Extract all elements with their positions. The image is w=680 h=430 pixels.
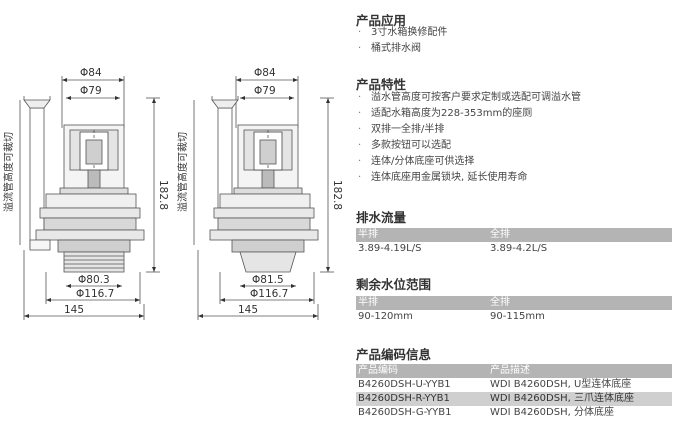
dim-phi79: Φ79 — [254, 85, 276, 97]
dim-phi84: Φ84 — [80, 67, 102, 79]
water-level-title: 剩余水位范围 — [356, 277, 432, 292]
list-item: 3寸水箱换修配件 — [356, 25, 447, 41]
flow-table: 半排 全排 3.89-4.19L/S 3.89-4.2L/S — [356, 228, 672, 256]
dim-phi84: Φ84 — [254, 67, 276, 79]
dim-height: 182.8 — [157, 180, 169, 210]
side-label: 溢流管高度可裁切 — [176, 132, 189, 212]
drawing-left: Φ84 Φ79 182.8 溢流管高度可裁切 Φ80.3 Φ116.7 145 — [2, 67, 169, 320]
table-row: B4260DSH-G-YYB1 WDI B4260DSH, 分体底座 — [358, 407, 614, 418]
dim-phi-bottom-outer: Φ116.7 — [250, 288, 288, 300]
table-row: B4260DSH-R-YYB1 WDI B4260DSH, 三爪连体底座 — [356, 392, 672, 406]
list-item: 连体底座用金属锁块, 延长使用寿命 — [356, 170, 581, 186]
dim-phi-bottom-outer: Φ116.7 — [76, 288, 114, 300]
list-item: 溢水管高度可按客户要求定制或选配可调溢水管 — [356, 90, 581, 106]
list-item: 连体/分体底座可供选择 — [356, 154, 581, 170]
table-header: 产品编码 产品描述 — [356, 364, 672, 378]
list-item: 多款按钮可以选配 — [356, 138, 581, 154]
application-list: 3寸水箱换修配件 桶式排水阀 — [356, 25, 447, 57]
table-header: 半排 全排 — [356, 228, 672, 242]
codes-table: 产品编码 产品描述 B4260DSH-U-YYB1 WDI B4260DSH, … — [356, 364, 672, 420]
drawing-right: Φ84 Φ79 182.8 溢流管高度可裁切 Φ81.5 Φ116.7 145 — [176, 67, 343, 320]
features-list: 溢水管高度可按客户要求定制或选配可调溢水管 适配水箱高度为228-353mm的座… — [356, 90, 581, 186]
codes-title: 产品编码信息 — [356, 347, 432, 362]
spec-panel: 产品应用 3寸水箱换修配件 桶式排水阀 产品特性 溢水管高度可按客户要求定制或选… — [356, 0, 676, 430]
list-item: 桶式排水阀 — [356, 41, 447, 57]
dim-height: 182.8 — [331, 180, 343, 210]
table-row: 90-120mm 90-115mm — [358, 311, 545, 322]
dim-width: 145 — [64, 304, 84, 316]
features-title: 产品特性 — [356, 77, 407, 92]
table-header: 半排 全排 — [356, 296, 672, 310]
water-level-table: 半排 全排 90-120mm 90-115mm — [356, 296, 672, 324]
table-row: 3.89-4.19L/S 3.89-4.2L/S — [358, 243, 548, 254]
dim-phi-bottom-inner: Φ80.3 — [78, 274, 110, 286]
flow-title: 排水流量 — [356, 210, 407, 225]
table-row: B4260DSH-U-YYB1 WDI B4260DSH, U型连体底座 — [358, 379, 632, 390]
list-item: 双排一全排/半排 — [356, 122, 581, 138]
side-label: 溢流管高度可裁切 — [2, 132, 15, 212]
technical-drawings: Φ84 Φ79 182.8 溢流管高度可裁切 Φ80.3 Φ116.7 145 — [2, 67, 343, 320]
dim-phi79: Φ79 — [80, 85, 102, 97]
dim-width: 145 — [238, 304, 258, 316]
dim-phi-bottom-inner: Φ81.5 — [252, 274, 284, 286]
list-item: 适配水箱高度为228-353mm的座厕 — [356, 106, 581, 122]
